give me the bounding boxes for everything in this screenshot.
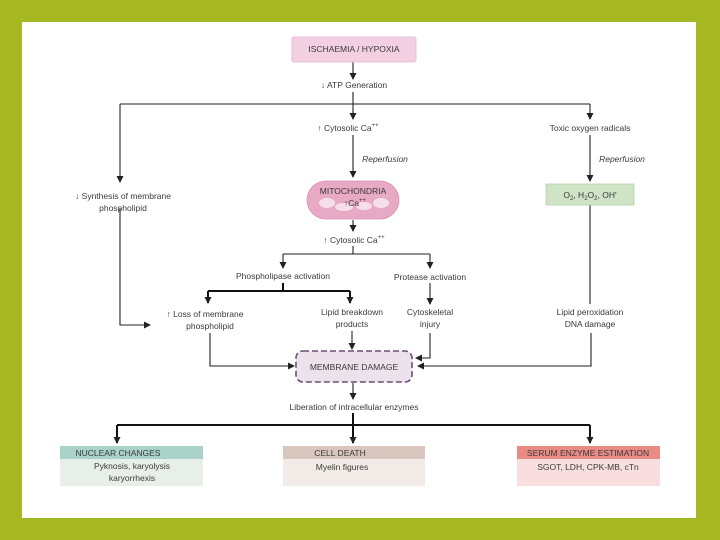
toxic-radicals-label: Toxic oxygen radicals <box>550 123 631 133</box>
cell-death-line1: Myelin figures <box>316 462 368 472</box>
loss-label-line1: ↑ Loss of membrane <box>166 309 243 319</box>
cytosolic-ca-2-label: ↑ Cytosolic Ca++ <box>323 235 385 245</box>
nuclear-changes-line1: Pyknosis, karyolysis <box>94 461 170 471</box>
ischaemia-label: ISCHAEMIA / HYPOXIA <box>308 44 399 54</box>
cytoskeletal-line1: Cytoskeletal <box>407 307 453 317</box>
oxygen-radicals-box <box>545 183 635 206</box>
mitochondria-ca-label: ↑Ca++ <box>344 198 367 208</box>
reperfusion-right-label: Reperfusion <box>599 154 645 164</box>
arrow-cytoskel-to-membrane <box>415 333 431 362</box>
slide-frame <box>22 22 696 518</box>
synthesis-label-line1: ↓ Synthesis of membrane <box>75 191 171 201</box>
cell-death-header: CELL DEATH <box>314 448 366 458</box>
nuclear-changes-box <box>60 446 203 486</box>
mitochondria-label: MITOCHONDRIA <box>320 186 387 196</box>
phospholipase-label: Phospholipase activation <box>236 271 330 281</box>
loss-label-line2: phospholipid <box>186 321 234 331</box>
atp-label: ↓ ATP Generation <box>321 80 388 90</box>
connectors <box>113 62 594 444</box>
peroxidation-line2: DNA damage <box>565 319 616 329</box>
membrane-damage-label: MEMBRANE DAMAGE <box>310 362 399 372</box>
liberation-label: Liberation of intracellular enzymes <box>290 402 419 412</box>
nuclear-changes-header: NUCLEAR CHANGES <box>75 448 160 458</box>
serum-enzyme-header: SERUM ENZYME ESTIMATION <box>527 448 649 458</box>
lipid-breakdown-line1: Lipid breakdown <box>321 307 383 317</box>
peroxidation-line1: Lipid peroxidation <box>557 307 624 317</box>
arrow-perox-to-membrane <box>417 333 592 370</box>
cell-death-box <box>283 446 425 486</box>
lipid-breakdown-line2: products <box>336 319 369 329</box>
ischaemia-box <box>291 36 417 63</box>
arrow-loss-to-membrane <box>209 333 295 370</box>
membrane-damage-box <box>295 350 413 383</box>
protease-label: Protease activation <box>394 272 467 282</box>
arrow-synthesis-to-loss <box>119 208 151 329</box>
serum-enzyme-box <box>517 446 660 486</box>
nuclear-changes-line2: karyorrhexis <box>109 473 155 483</box>
cytoskeletal-line2: injury <box>420 319 441 329</box>
cytosolic-ca-label: ↑ Cytosolic Ca++ <box>317 123 379 133</box>
synthesis-label-line2: phospholipid <box>99 203 147 213</box>
oxygen-radicals-label: O2, H2O2, OH' <box>563 190 617 202</box>
reperfusion-left-label: Reperfusion <box>362 154 408 164</box>
serum-enzyme-line1: SGOT, LDH, CPK-MB, cTn <box>537 462 639 472</box>
mitochondria-shape <box>306 180 400 220</box>
